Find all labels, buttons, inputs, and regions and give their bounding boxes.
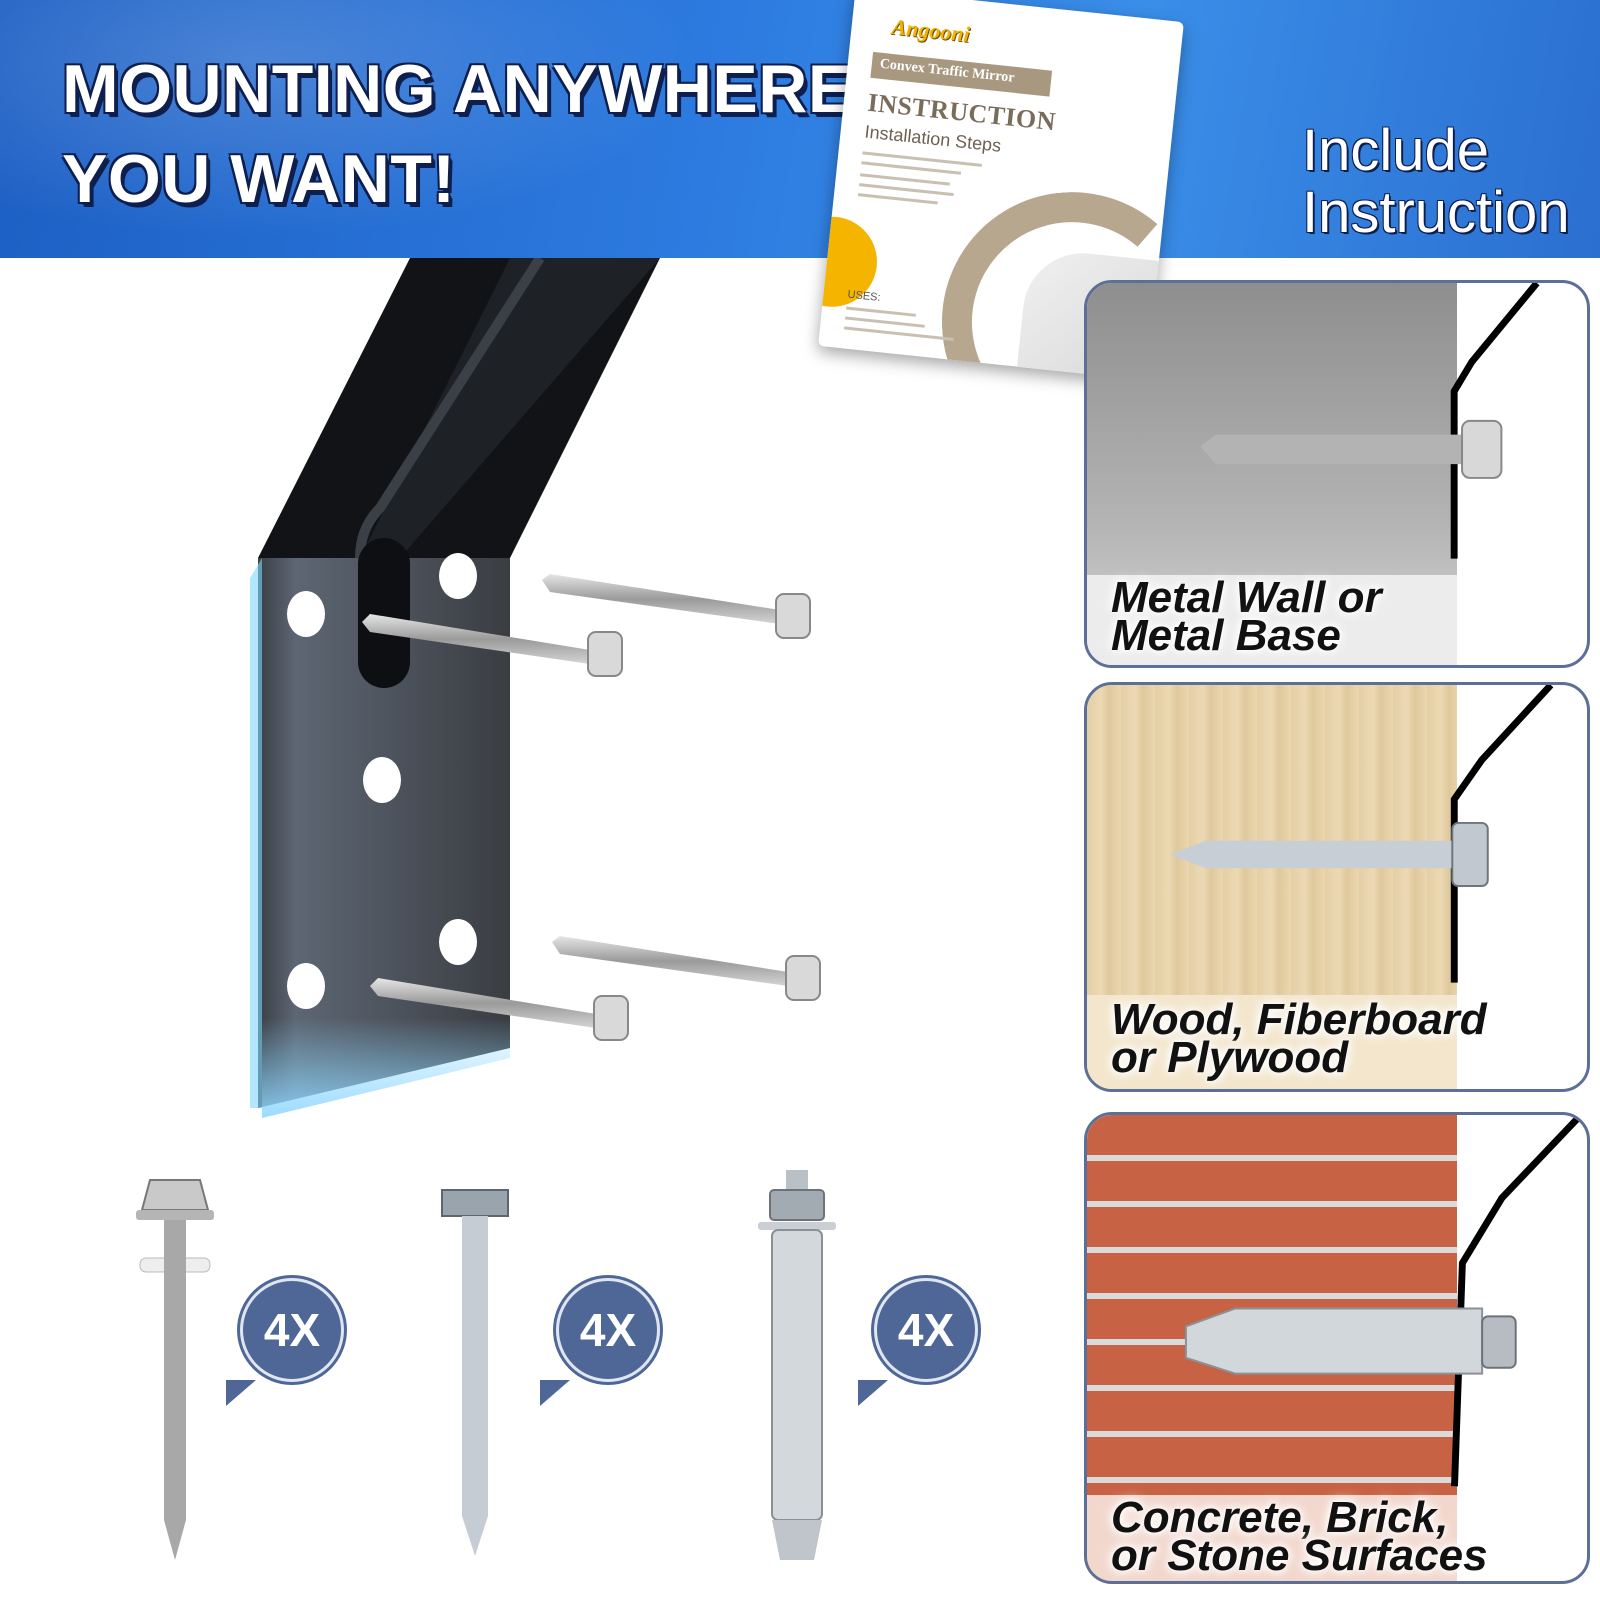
metal-label-line-1: Metal Wall or bbox=[1111, 573, 1382, 622]
badge-pointer bbox=[540, 1380, 570, 1406]
concrete-label-line-2: or Stone Surfaces bbox=[1111, 1531, 1488, 1580]
wood-label-line-1: Wood, Fiberboard bbox=[1111, 995, 1487, 1044]
lag-screw-image bbox=[430, 1170, 520, 1570]
concrete-surface-label: Concrete, Brick, or Stone Surfaces bbox=[1111, 1493, 1488, 1580]
surface-card-concrete: Concrete, Brick, or Stone Surfaces bbox=[1084, 1112, 1590, 1584]
self-drilling-screw-image bbox=[130, 1170, 220, 1570]
metal-screw-illustration bbox=[1200, 283, 1540, 559]
mounting-bracket-image bbox=[240, 255, 880, 1138]
expansion-bolt-illustration bbox=[1184, 1115, 1584, 1487]
headline-line-2: YOU WANT! bbox=[62, 141, 456, 217]
wood-label-line-2: or Plywood bbox=[1111, 1033, 1349, 1082]
concrete-label-line-1: Concrete, Brick, bbox=[1111, 1493, 1449, 1542]
wood-screw-illustration bbox=[1170, 685, 1554, 983]
badge-pointer bbox=[226, 1380, 256, 1406]
screw bbox=[542, 574, 811, 639]
header-banner: MOUNTING ANYWHERE YOU WANT! Include Inst… bbox=[0, 0, 1600, 258]
sheet-text-line bbox=[857, 193, 938, 205]
screw bbox=[552, 936, 821, 1001]
wood-label-area bbox=[1087, 995, 1457, 1089]
bracket-illustration bbox=[250, 255, 821, 1118]
metal-surface-label: Metal Wall or Metal Base bbox=[1111, 573, 1382, 660]
surface-card-wood: Wood, Fiberboard or Plywood bbox=[1084, 682, 1590, 1092]
surface-card-metal: Metal Wall or Metal Base bbox=[1084, 280, 1590, 668]
screw bbox=[370, 978, 629, 1041]
metal-label-line-2: Metal Base bbox=[1111, 611, 1341, 660]
expansion-bolt-image bbox=[752, 1170, 842, 1570]
metal-label-area bbox=[1087, 575, 1457, 665]
concrete-label-area bbox=[1087, 1495, 1457, 1581]
brand-logo: Angooni bbox=[890, 13, 972, 47]
headline-line-1: MOUNTING ANYWHERE bbox=[62, 51, 854, 127]
headline: MOUNTING ANYWHERE YOU WANT! bbox=[62, 44, 882, 224]
screw bbox=[362, 614, 623, 677]
include-line-2: Instruction bbox=[1302, 180, 1570, 245]
lag-screw-qty-badge: 4X bbox=[556, 1278, 660, 1382]
expansion-bolt-qty-badge: 4X bbox=[874, 1278, 978, 1382]
badge-pointer bbox=[858, 1380, 888, 1406]
sheet-text-line bbox=[861, 161, 962, 175]
self-drilling-screw-qty-badge: 4X bbox=[240, 1278, 344, 1382]
include-line-1: Include bbox=[1302, 118, 1490, 183]
include-instruction-text: Include Instruction bbox=[1302, 120, 1592, 244]
wood-surface-label: Wood, Fiberboard or Plywood bbox=[1111, 995, 1487, 1082]
